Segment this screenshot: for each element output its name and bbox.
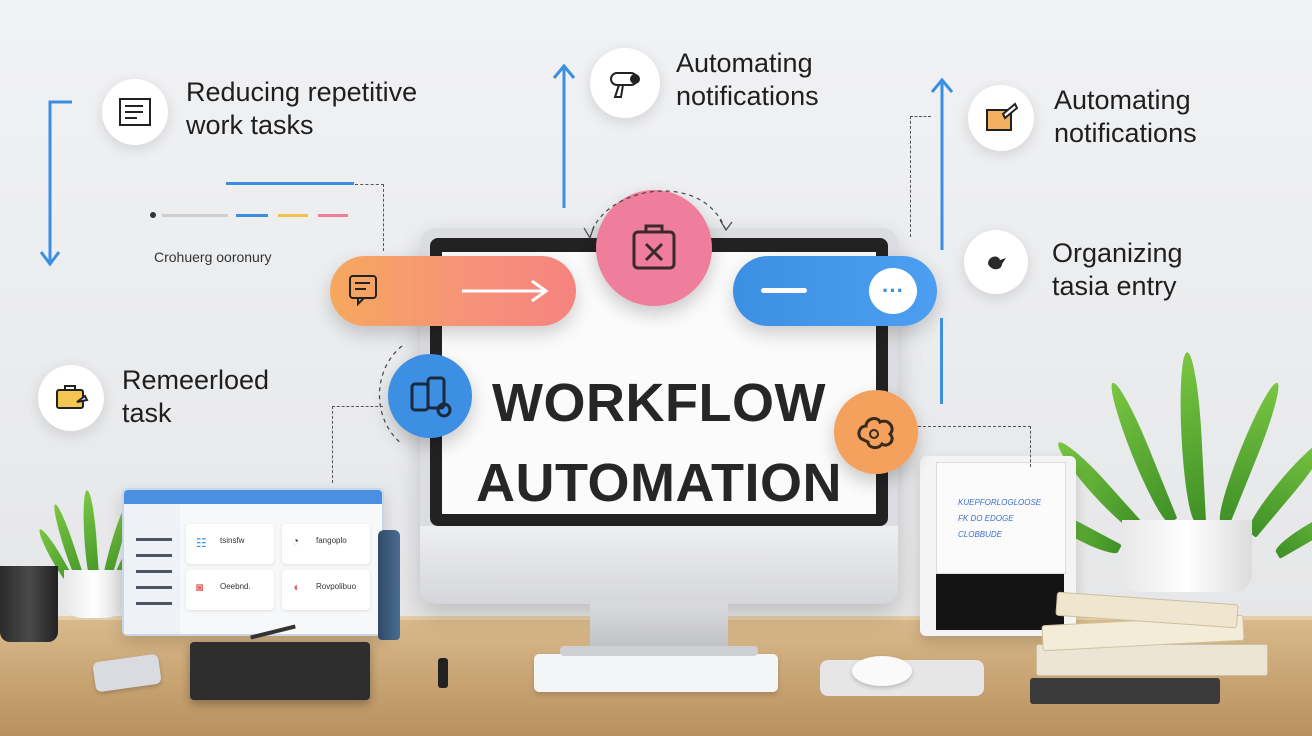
brain-button[interactable] bbox=[834, 390, 918, 474]
grid-icon: ☷ bbox=[196, 536, 207, 550]
headline-line-1: WORKFLOW bbox=[492, 373, 826, 433]
package-button[interactable] bbox=[596, 190, 712, 306]
arrow-down-left bbox=[39, 100, 72, 267]
card-label: fangoplo bbox=[316, 536, 347, 545]
monitor-chin bbox=[420, 526, 898, 604]
task-icon-top-center[interactable] bbox=[590, 48, 660, 118]
folder-edit-icon bbox=[986, 102, 1019, 131]
task-pill-blue[interactable]: ··· bbox=[733, 256, 937, 326]
task-icon-mid-left[interactable] bbox=[38, 365, 104, 431]
document-icon bbox=[119, 98, 151, 126]
dashed-connector bbox=[918, 426, 1031, 467]
dashed-connector bbox=[332, 406, 383, 483]
dark-cup bbox=[0, 566, 58, 642]
notepad-line-1: KUEPFORLOGLOOSE bbox=[958, 498, 1042, 507]
label-automating-notifications-1: Automating notifications bbox=[676, 48, 819, 111]
laptop-card[interactable]: ◙ Oeebnd. bbox=[186, 570, 274, 610]
progress-yellow bbox=[278, 214, 308, 217]
tag-icon: ◖ bbox=[292, 580, 300, 594]
apps-icon bbox=[410, 376, 452, 418]
cycle-arrows-left bbox=[378, 345, 403, 445]
clock-icon: ◔ bbox=[292, 534, 300, 548]
laptop-card[interactable]: ☷ tsinsfw bbox=[186, 524, 274, 564]
laptop-sidebar bbox=[124, 504, 180, 634]
monitor-stand bbox=[590, 603, 728, 651]
package-icon bbox=[632, 224, 676, 270]
dashed-connector bbox=[910, 116, 931, 237]
connector-right-lower bbox=[940, 318, 943, 404]
label-reducing-tasks: Reducing repetitive work tasks bbox=[186, 77, 418, 140]
briefcase-icon bbox=[56, 385, 89, 409]
bird-icon bbox=[988, 256, 1006, 270]
small-caption: Crohuerg ooronury bbox=[154, 249, 272, 265]
arrow-up-center bbox=[552, 63, 576, 208]
progress-dot bbox=[150, 212, 156, 218]
hairdryer-icon bbox=[610, 72, 640, 98]
left-plant bbox=[35, 470, 149, 620]
arrow-right-icon bbox=[460, 278, 550, 304]
arrow-up-right bbox=[930, 77, 954, 250]
dash-icon bbox=[761, 288, 807, 293]
task-icon-top-left[interactable] bbox=[102, 79, 168, 145]
headline-line-2: AUTOMATION bbox=[476, 453, 842, 513]
laptop-titlebar bbox=[124, 490, 382, 504]
task-pill-orange[interactable] bbox=[330, 256, 576, 326]
laptop-card[interactable]: ◔ fangoplo bbox=[282, 524, 370, 564]
chat-icon bbox=[348, 274, 378, 307]
keyboard[interactable] bbox=[534, 654, 778, 692]
dashed-connector bbox=[355, 184, 384, 251]
apps-button[interactable] bbox=[388, 354, 472, 438]
blue-bottle bbox=[378, 530, 400, 640]
task-icon-top-right[interactable] bbox=[968, 85, 1034, 151]
task-icon-mid-right[interactable] bbox=[964, 230, 1028, 294]
marker bbox=[438, 658, 448, 688]
card-label: Oeebnd. bbox=[220, 582, 251, 591]
notepad-line-3: CLOBBUDE bbox=[958, 530, 1003, 539]
brain-icon bbox=[857, 417, 894, 450]
notepad-stand: KUEPFORLOGLOOSE FK DO EDOGE CLOBBUDE bbox=[920, 456, 1076, 636]
progress-blue bbox=[236, 214, 268, 217]
right-plant bbox=[1034, 351, 1312, 592]
book-stack bbox=[1030, 678, 1220, 704]
notepad-line-2: FK DO EDOGE bbox=[958, 514, 1014, 523]
laptop-screen: ☷ tsinsfw ◔ fangoplo ◙ Oeebnd. ◖ Rovpoli… bbox=[122, 488, 384, 636]
more-icon[interactable]: ··· bbox=[869, 268, 917, 314]
label-organizing-entry: Organizing tasia entry bbox=[1052, 238, 1183, 301]
label-remeerloed-task: Remeerloed task bbox=[122, 365, 270, 428]
laptop-card[interactable]: ◖ Rovpolibuo bbox=[282, 570, 370, 610]
mouse[interactable] bbox=[852, 656, 912, 686]
progress-pink bbox=[318, 214, 348, 217]
user-icon: ◙ bbox=[196, 580, 204, 594]
label-automating-notifications-2: Automating notifications bbox=[1054, 85, 1197, 148]
monitor-stand-base bbox=[560, 646, 758, 656]
black-notebook bbox=[190, 642, 370, 700]
card-label: tsinsfw bbox=[220, 536, 245, 545]
progress-gray bbox=[162, 214, 228, 217]
progress-line-top bbox=[226, 182, 354, 185]
card-label: Rovpolibuo bbox=[316, 582, 357, 591]
cycle-arrows bbox=[583, 190, 733, 240]
